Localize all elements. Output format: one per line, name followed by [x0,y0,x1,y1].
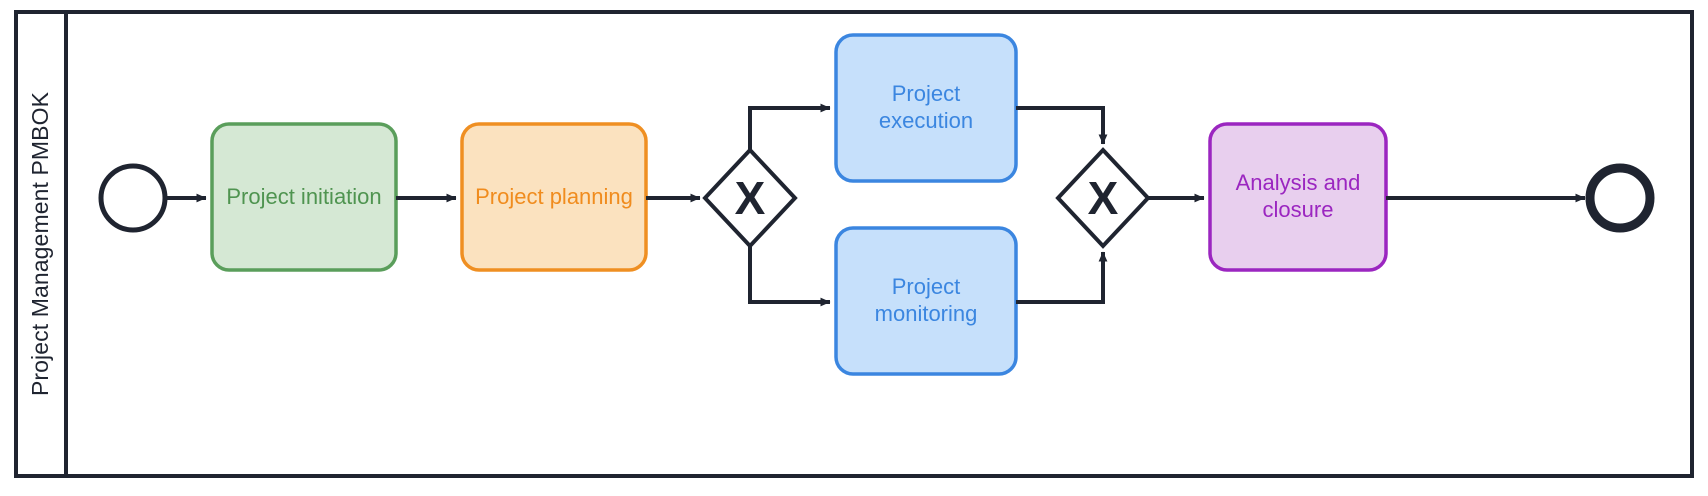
flow-split-to-monitoring [748,246,831,307]
gateway-split-xor-diamond[interactable] [702,147,798,249]
gateway-split-xor[interactable]: X [702,147,798,249]
task-project-monitoring-shape[interactable] [834,226,1018,376]
gateway-join-xor[interactable]: X [1055,147,1151,249]
flow-execution-to-join [1016,106,1108,145]
flow-monitoring-to-join [1016,251,1108,304]
gateway-join-xor-marker: X [1088,172,1119,224]
gateway-join-xor-diamond[interactable] [1055,147,1151,249]
gateway-split-xor-marker: X [735,172,766,224]
task-project-initiation-shape[interactable] [210,122,398,272]
pool-label: Project Management PMBOK [26,91,53,397]
start-event[interactable] [98,163,168,233]
task-analysis-and-closure-shape[interactable] [1208,122,1388,272]
end-event[interactable] [1585,163,1655,233]
task-project-execution-shape[interactable] [834,33,1018,183]
flow-split-to-execution [748,103,831,150]
task-project-planning-shape[interactable] [460,122,648,272]
